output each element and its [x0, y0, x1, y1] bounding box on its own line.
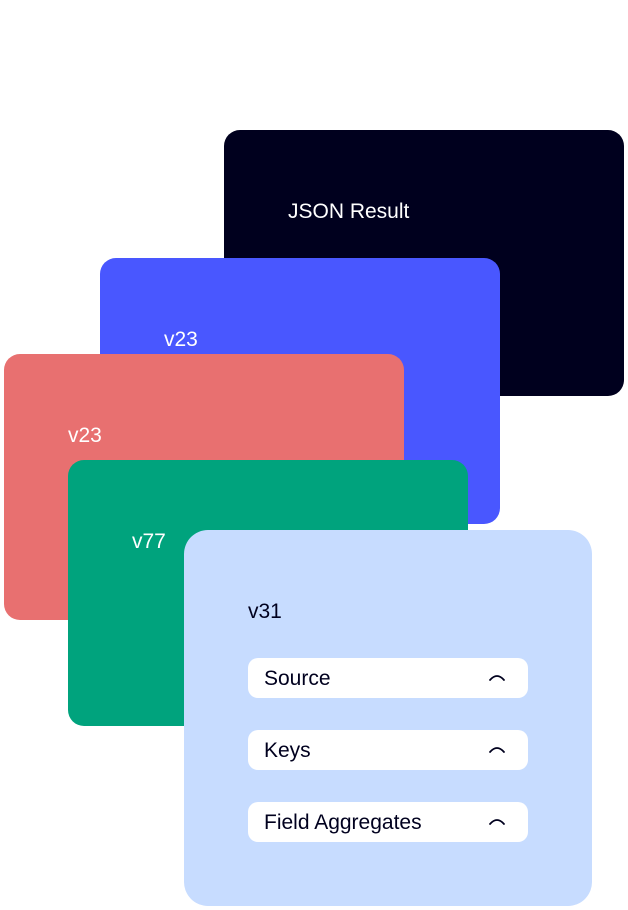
chevron-up-icon — [488, 743, 506, 755]
version-label: v77 — [132, 530, 166, 553]
version-card-light: v31 Source Keys Field Aggregates — [184, 530, 592, 906]
accordion-keys[interactable]: Keys — [248, 730, 528, 770]
chevron-up-icon — [488, 815, 506, 827]
accordion-keys-label: Keys — [264, 739, 311, 762]
accordion-field-aggregates-label: Field Aggregates — [264, 811, 422, 834]
json-result-title: JSON Result — [288, 200, 410, 223]
accordion-field-aggregates[interactable]: Field Aggregates — [248, 802, 528, 842]
chevron-up-icon — [488, 671, 506, 683]
version-label: v23 — [164, 328, 198, 351]
version-label: v31 — [248, 600, 282, 623]
version-label: v23 — [68, 424, 102, 447]
accordion-source[interactable]: Source — [248, 658, 528, 698]
accordion-source-label: Source — [264, 667, 331, 690]
